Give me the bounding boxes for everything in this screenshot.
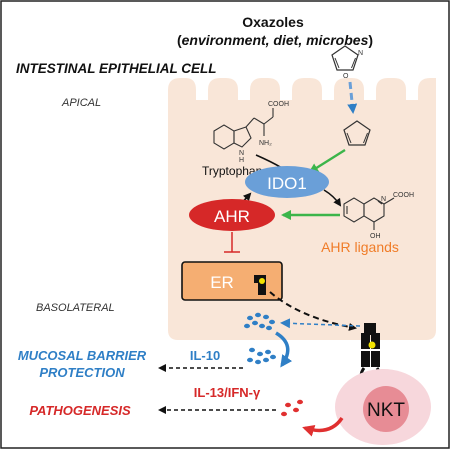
il10-label: IL-10 xyxy=(190,348,220,363)
tryptophan-h: H xyxy=(239,157,244,164)
apical-label: APICAL xyxy=(61,97,101,109)
ahr-ligand-molecule xyxy=(343,197,395,230)
ido1-enzyme xyxy=(245,166,329,198)
ahr-receptor xyxy=(189,199,275,231)
cd1d-in-er xyxy=(254,275,266,295)
ligand-cooh: COOH xyxy=(393,192,414,199)
il13-ifng-label: IL-13/IFN-γ xyxy=(194,385,261,400)
cell-label: INTESTINAL EPITHELIAL CELL xyxy=(16,61,217,76)
ido1-label: IDO1 xyxy=(267,174,307,193)
tryptophan-nh2: NH₂ xyxy=(259,140,272,147)
title-paren-open: ( xyxy=(177,32,182,48)
tryptophan-label: Tryptophan xyxy=(202,164,262,178)
oxazole-molecule-inside xyxy=(343,120,371,146)
oxazole-uptake-arrow xyxy=(347,81,358,114)
oxazole-molecule-outside: N O xyxy=(331,45,363,80)
mucosal-line1: MUCOSAL BARRIER xyxy=(18,348,147,363)
title-sources: environment, diet, microbes xyxy=(182,32,369,48)
il13-ifng-dots xyxy=(281,399,303,417)
il10-release-arrow xyxy=(275,331,293,368)
tryptophan-molecule xyxy=(213,108,274,150)
tryptophan-n: N xyxy=(239,150,244,157)
tryptophan-cooh: COOH xyxy=(268,101,289,108)
ligand-oh: OH xyxy=(370,233,381,240)
title-line1: Oxazoles xyxy=(242,14,304,30)
title-paren-close: ) xyxy=(368,32,373,48)
nkt-secretion-arrow xyxy=(302,416,344,437)
title-line2: (environment, diet, microbes) xyxy=(177,32,373,48)
oxazole-n-label: N xyxy=(358,50,363,57)
er-label: ER xyxy=(210,273,234,292)
nkt-nucleus xyxy=(363,386,409,432)
nkt-feedback-arrow xyxy=(280,318,361,329)
ahr-label: AHR xyxy=(214,207,250,226)
il10-dots xyxy=(247,347,276,365)
nkt-label: NKT xyxy=(367,400,405,421)
pathogenesis-label: PATHOGENESIS xyxy=(29,403,131,418)
oxazole-to-ido1-arrow xyxy=(308,148,346,174)
il10-secretion-dots xyxy=(244,312,275,331)
mucosal-line2: PROTECTION xyxy=(39,365,125,380)
basolateral-label: BASOLATERAL xyxy=(36,302,115,314)
oxazole-o-label: O xyxy=(343,73,349,80)
ahr-ligands-label: AHR ligands xyxy=(321,239,399,255)
ido1-to-kynurenine-arc xyxy=(323,189,342,207)
er-compartment xyxy=(181,261,283,301)
ligand-n: N xyxy=(381,196,386,203)
